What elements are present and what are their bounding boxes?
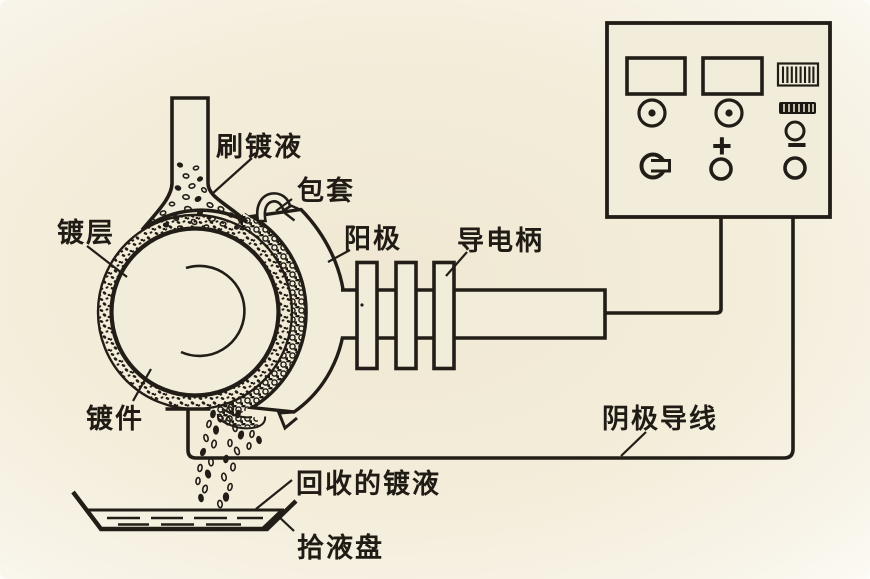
power-switch-icon[interactable] — [639, 152, 671, 180]
label-plating-layer: 镀层 — [57, 218, 115, 249]
workpiece-assembly — [96, 213, 294, 411]
handle-fin-2 — [394, 260, 418, 371]
knob-left[interactable] — [637, 98, 667, 128]
label-workpiece: 镀件 — [86, 404, 144, 435]
labels: 刷镀液 包套 镀层 阳极 导电柄 镀件 阴极导线 回收的镀液 拾液盘 — [57, 132, 718, 564]
label-anode: 阳极 — [344, 224, 402, 255]
handle-fin-1 — [355, 260, 379, 371]
label-brush-plating-solution: 刷镀液 — [216, 132, 303, 163]
plating-layer-ring — [98, 215, 292, 409]
negative-terminal[interactable] — [783, 156, 807, 180]
anode-wire — [606, 179, 723, 315]
meter-right — [701, 56, 764, 96]
anode-body — [246, 192, 347, 431]
label-recovered-solution: 回收的镀液 — [296, 468, 441, 500]
handle-rod — [341, 288, 607, 340]
leader-lines — [86, 157, 647, 532]
rotation-arc — [180, 264, 246, 358]
conductive-handle — [341, 260, 607, 371]
power-supply-unit: + − — [605, 21, 832, 219]
small-knob[interactable] — [784, 120, 806, 142]
funnel-droplets — [148, 162, 245, 231]
label-collection-tray: 拾液盘 — [297, 532, 384, 564]
slot-grille-icon — [779, 102, 816, 114]
handle-fin-3 — [432, 260, 456, 371]
drip-streams — [195, 403, 262, 509]
knob-right[interactable] — [714, 98, 744, 128]
vent-grille-icon — [776, 62, 820, 87]
workpiece-cylinder — [109, 226, 281, 398]
plating-ring-outline — [96, 213, 294, 411]
pad-stipple-band — [215, 212, 307, 421]
label-sleeve-wrap: 包套 — [297, 175, 355, 207]
label-cathode-lead: 阴极导线 — [602, 404, 718, 435]
pad-bottom-hook — [216, 408, 259, 428]
positive-terminal[interactable] — [709, 157, 733, 181]
meter-left — [625, 56, 687, 96]
solution-feed-funnel — [140, 96, 249, 232]
label-conductive-handle: 导电柄 — [457, 226, 544, 257]
minus-sign: − — [786, 130, 808, 160]
sleeve-clamp-hook — [255, 192, 292, 223]
collection-tray — [71, 490, 298, 532]
plus-sign: + — [711, 131, 733, 161]
power-supply-case — [605, 21, 832, 219]
anode-bottom-tab — [276, 410, 298, 431]
liquid-dashes — [107, 516, 263, 526]
